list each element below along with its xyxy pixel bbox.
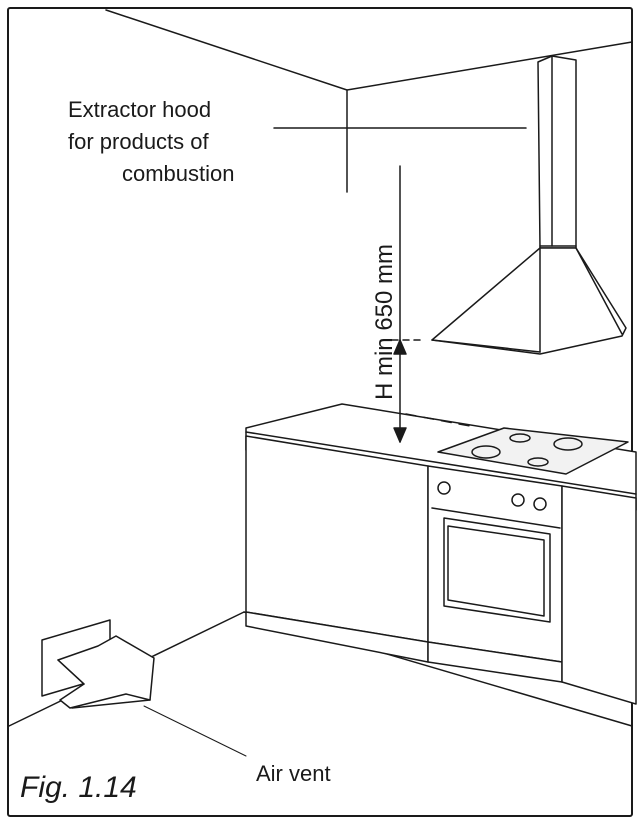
burner: [509, 433, 531, 443]
cooktop: [437, 427, 629, 475]
vent-leader-line: [143, 705, 247, 757]
figure-caption: Fig. 1.14: [20, 771, 137, 804]
height-label: H min 650 mm: [371, 243, 398, 401]
extractor-hood: [431, 55, 627, 355]
burner: [527, 457, 549, 467]
cabinet-left: [245, 435, 429, 663]
oven-knob: [511, 493, 525, 507]
height-dimension: [391, 165, 471, 443]
air-vent: [41, 619, 247, 757]
oven-knob: [437, 481, 451, 495]
burner: [553, 437, 583, 451]
oven-knob: [533, 497, 547, 511]
hood-label-line-2: for products of: [68, 129, 209, 154]
burner: [471, 445, 501, 459]
hood-label-line-3: combustion: [122, 161, 235, 186]
cabinet-right: [561, 485, 637, 705]
oven: [427, 465, 563, 683]
hood-label-line-1: Extractor hood: [68, 97, 212, 122]
air-vent-label: Air vent: [256, 761, 331, 786]
figure-frame: [7, 7, 633, 817]
